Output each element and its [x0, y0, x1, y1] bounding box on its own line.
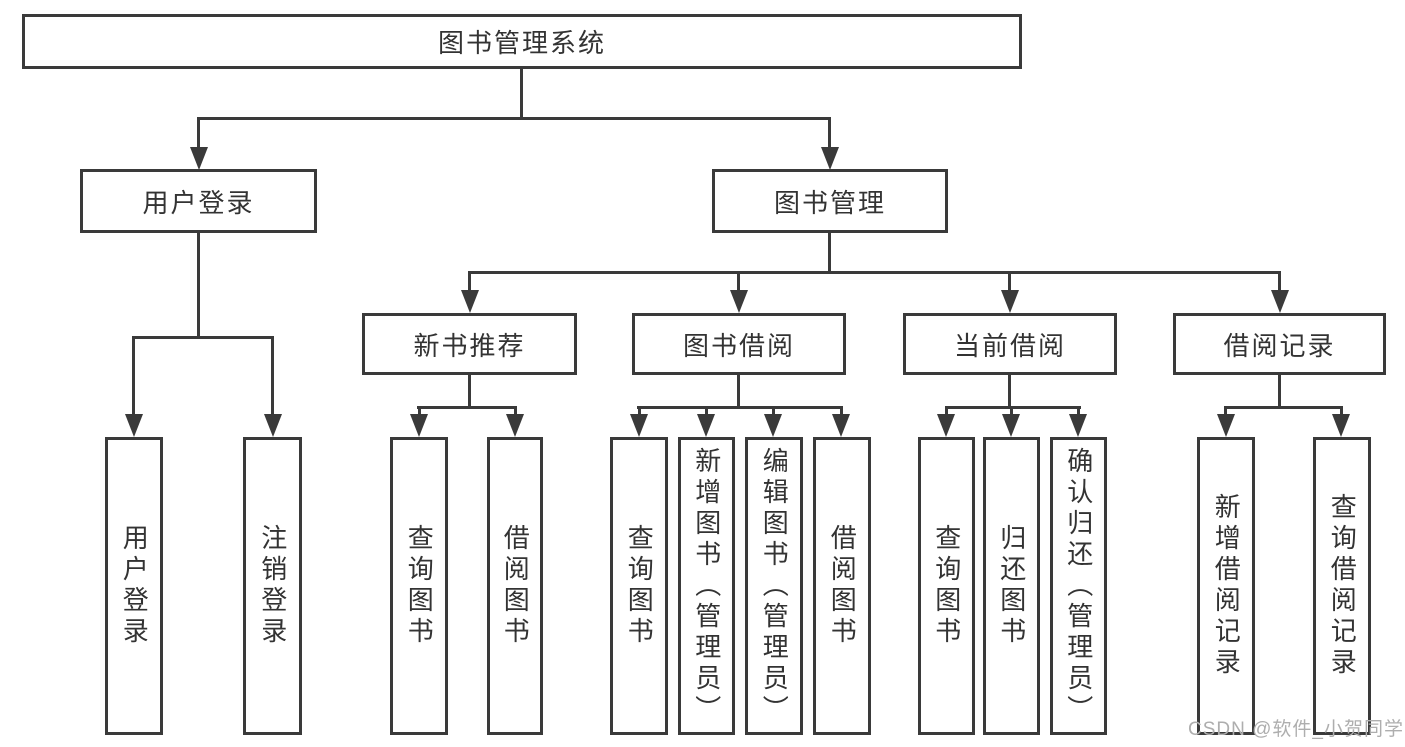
leaf-return-books: 归还图书 [983, 437, 1040, 735]
connector-line [772, 406, 775, 418]
leaf-borrow-books-borrowing: 借阅图书 [813, 437, 871, 735]
arrowhead-icon [461, 290, 479, 313]
leaf-add-borrow-record: 新增借阅记录 [1197, 437, 1255, 735]
connector-line [840, 406, 843, 418]
connector-line [1224, 406, 1342, 409]
connector-line [197, 117, 831, 120]
connector-line [132, 336, 135, 416]
arrowhead-icon [1332, 414, 1350, 437]
arrowhead-icon [1217, 414, 1235, 437]
connector-line [1008, 271, 1011, 292]
arrowhead-icon [190, 147, 208, 170]
connector-line [828, 233, 831, 274]
arrowhead-icon [697, 414, 715, 437]
arrowhead-icon [1271, 290, 1289, 313]
arrowhead-icon [1002, 414, 1020, 437]
arrowhead-icon [506, 414, 524, 437]
arrowhead-icon [410, 414, 428, 437]
connector-line [197, 117, 200, 150]
arrowhead-icon [730, 290, 748, 313]
connector-line [1010, 406, 1013, 418]
connector-line [514, 406, 517, 418]
connector-line [1278, 375, 1281, 409]
connector-line [1008, 375, 1011, 409]
connector-line [468, 271, 1281, 274]
connector-line [1224, 406, 1227, 418]
connector-line [132, 336, 274, 339]
connector-line [468, 375, 471, 409]
leaf-edit-books-admin: 编辑图书（管理员） [745, 437, 803, 735]
connector-line [468, 271, 471, 292]
watermark: CSDN @软件_小贺同学 [1188, 719, 1404, 740]
connector-line [418, 406, 421, 418]
connector-line [828, 117, 831, 150]
connector-line [1340, 406, 1343, 418]
leaf-query-books-newrec: 查询图书 [390, 437, 448, 735]
connector-line [705, 406, 708, 418]
arrowhead-icon [630, 414, 648, 437]
connector-line [945, 406, 948, 418]
connector-line [737, 375, 740, 409]
node-book-borrowing: 图书借阅 [632, 313, 846, 375]
connector-line [1077, 406, 1080, 418]
connector-line [945, 406, 1081, 409]
leaf-user-login: 用户登录 [105, 437, 163, 735]
connector-line [197, 232, 200, 337]
connector-line [417, 406, 517, 409]
leaf-query-books-current: 查询图书 [918, 437, 975, 735]
leaf-add-books-admin: 新增图书（管理员） [678, 437, 735, 735]
leaf-confirm-return-admin: 确认归还（管理员） [1050, 437, 1107, 735]
arrowhead-icon [821, 147, 839, 170]
connector-line [638, 406, 641, 418]
node-borrowing-records: 借阅记录 [1173, 313, 1386, 375]
arrowhead-icon [264, 414, 282, 437]
arrowhead-icon [1001, 290, 1019, 313]
arrowhead-icon [764, 414, 782, 437]
leaf-query-books-borrowing: 查询图书 [610, 437, 668, 735]
connector-line [737, 271, 740, 292]
node-user-login: 用户登录 [80, 169, 317, 233]
node-current-borrowing: 当前借阅 [903, 313, 1117, 375]
leaf-logout: 注销登录 [243, 437, 302, 735]
arrowhead-icon [125, 414, 143, 437]
arrowhead-icon [1069, 414, 1087, 437]
connector-line [520, 68, 523, 118]
node-new-book-recommend: 新书推荐 [362, 313, 577, 375]
connector-line [637, 406, 842, 409]
arrowhead-icon [937, 414, 955, 437]
node-library-management-system: 图书管理系统 [22, 14, 1022, 69]
arrowhead-icon [832, 414, 850, 437]
node-book-management: 图书管理 [712, 169, 948, 233]
leaf-query-borrow-record: 查询借阅记录 [1313, 437, 1371, 735]
connector-line [271, 336, 274, 416]
connector-line [1278, 271, 1281, 292]
leaf-borrow-books-newrec: 借阅图书 [487, 437, 543, 735]
